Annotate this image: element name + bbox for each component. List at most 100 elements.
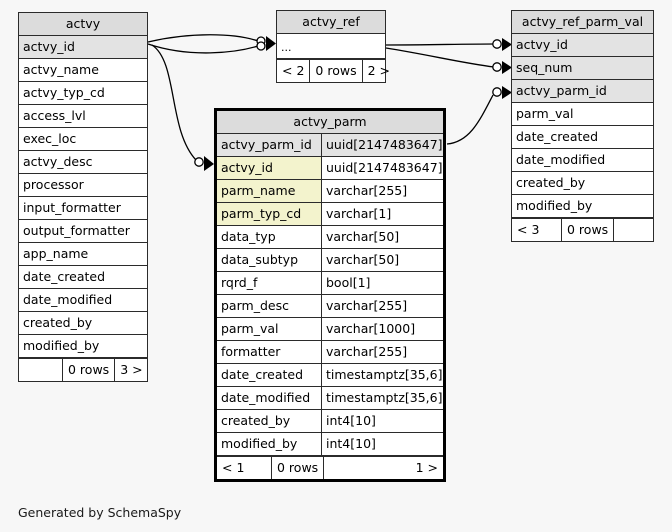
table-row[interactable]: date_created — [512, 126, 653, 149]
footer-next[interactable]: 3 > — [120, 362, 143, 377]
column-type: varchar[255] — [321, 180, 443, 202]
footer-rowcount: 0 rows — [272, 457, 325, 479]
table-row[interactable]: created_by — [512, 172, 653, 195]
edge-actvy-to-actvyref-2 — [147, 43, 259, 54]
table-row[interactable]: parm_name varchar[255] — [217, 180, 443, 203]
edge-actvyref-to-arpv-seqnum — [385, 47, 495, 68]
table-row[interactable]: date_created — [19, 266, 147, 289]
column-name: input_formatter — [19, 197, 147, 219]
table-row[interactable]: data_typ varchar[50] — [217, 226, 443, 249]
edge-actvy-to-actvyparm — [151, 44, 197, 161]
column-type: int4[10] — [321, 410, 443, 432]
column-name: parm_name — [217, 180, 321, 202]
table-row[interactable]: processor — [19, 174, 147, 197]
column-type: timestamptz[35,6] — [321, 387, 446, 409]
edge-actvyref-to-arpv-actvyid — [385, 43, 495, 46]
table-row[interactable]: parm_desc varchar[255] — [217, 295, 443, 318]
table-row[interactable]: actvy_id uuid[2147483647] — [217, 157, 443, 180]
column-name: modified_by — [512, 195, 653, 217]
edge-endpoint-circle — [256, 36, 266, 46]
column-name: app_name — [19, 243, 147, 265]
column-name: created_by — [512, 172, 653, 194]
column-name: parm_desc — [217, 295, 321, 317]
column-name: date_modified — [217, 387, 321, 409]
column-name: modified_by — [19, 335, 147, 357]
column-name: formatter — [217, 341, 321, 363]
footer-prev[interactable] — [19, 359, 63, 381]
footer-prev[interactable]: < 2 — [277, 60, 311, 82]
table-row[interactable]: actvy_id — [512, 34, 653, 57]
table-row[interactable]: ... — [277, 34, 385, 59]
column-name: actvy_id — [217, 157, 321, 179]
table-row[interactable]: data_subtyp varchar[50] — [217, 249, 443, 272]
footer-next[interactable]: 2 > — [367, 63, 390, 78]
column-name: data_subtyp — [217, 249, 321, 271]
table-row[interactable]: parm_typ_cd varchar[1] — [217, 203, 443, 226]
table-row[interactable]: date_modified — [512, 149, 653, 172]
column-name: actvy_parm_id — [512, 80, 653, 102]
table-row[interactable]: date_modified — [19, 289, 147, 312]
table-row[interactable]: access_lvl — [19, 105, 147, 128]
column-name: date_created — [19, 266, 147, 288]
table-actvy-parm-footer: < 1 0 rows 1 > — [217, 456, 443, 479]
table-row[interactable]: actvy_parm_id — [512, 80, 653, 103]
table-row[interactable]: actvy_name — [19, 59, 147, 82]
column-name: seq_num — [512, 57, 653, 79]
table-actvy-ref-parm-val-title: actvy_ref_parm_val — [512, 11, 653, 34]
footer-rowcount: 0 rows — [562, 219, 615, 241]
edge-endpoint-circle — [194, 157, 204, 167]
column-name: ... — [277, 34, 385, 58]
column-name: parm_val — [217, 318, 321, 340]
footer-rowcount: 0 rows — [63, 359, 116, 381]
table-actvy[interactable]: actvy actvy_id actvy_name actvy_typ_cd a… — [18, 12, 148, 382]
column-type: varchar[50] — [321, 226, 443, 248]
column-type: varchar[255] — [321, 341, 443, 363]
table-row[interactable]: modified_by — [19, 335, 147, 358]
edge-endpoint-circle — [492, 87, 502, 97]
footer-prev[interactable]: < 1 — [217, 457, 272, 479]
table-row[interactable]: parm_val varchar[1000] — [217, 318, 443, 341]
table-row[interactable]: actvy_id — [19, 36, 147, 59]
table-row[interactable]: output_formatter — [19, 220, 147, 243]
table-row[interactable]: app_name — [19, 243, 147, 266]
column-type: varchar[50] — [321, 249, 443, 271]
column-name: data_typ — [217, 226, 321, 248]
edge-endpoint-circle — [492, 39, 502, 49]
column-name: access_lvl — [19, 105, 147, 127]
table-row[interactable]: date_created timestamptz[35,6] — [217, 364, 443, 387]
table-row[interactable]: modified_by int4[10] — [217, 433, 443, 456]
column-name: processor — [19, 174, 147, 196]
table-row[interactable]: parm_val — [512, 103, 653, 126]
column-name: actvy_id — [512, 34, 653, 56]
footer-next[interactable]: 1 > — [415, 460, 438, 475]
table-row[interactable]: created_by int4[10] — [217, 410, 443, 433]
table-actvy-footer: 0 rows 3 > — [19, 358, 147, 381]
table-row[interactable]: modified_by — [512, 195, 653, 218]
table-row[interactable]: actvy_parm_id uuid[2147483647] — [217, 134, 443, 157]
column-type: int4[10] — [321, 433, 443, 455]
edge-actvyparm-to-arpv-parmid — [446, 94, 494, 145]
table-row[interactable]: exec_loc — [19, 128, 147, 151]
column-name: actvy_parm_id — [217, 134, 321, 156]
table-row[interactable]: date_modified timestamptz[35,6] — [217, 387, 443, 410]
column-type: timestamptz[35,6] — [321, 364, 446, 386]
column-name: created_by — [19, 312, 147, 334]
table-row[interactable]: seq_num — [512, 57, 653, 80]
column-type: uuid[2147483647] — [321, 157, 447, 179]
footer-next[interactable] — [614, 219, 653, 241]
table-row[interactable]: rqrd_f bool[1] — [217, 272, 443, 295]
footer-prev[interactable]: < 3 — [512, 219, 562, 241]
table-actvy-ref[interactable]: actvy_ref ... < 2 0 rows 2 > — [276, 10, 390, 83]
table-row[interactable]: input_formatter — [19, 197, 147, 220]
table-row[interactable]: actvy_typ_cd — [19, 82, 147, 105]
table-actvy-ref-parm-val[interactable]: actvy_ref_parm_val actvy_id seq_num actv… — [511, 10, 654, 242]
table-actvy-parm[interactable]: actvy_parm actvy_parm_id uuid[2147483647… — [214, 108, 446, 482]
table-row[interactable]: formatter varchar[255] — [217, 341, 443, 364]
table-row[interactable]: actvy_desc — [19, 151, 147, 174]
edge-actvy-to-actvyref-1 — [147, 34, 259, 43]
column-type: bool[1] — [321, 272, 443, 294]
table-actvy-ref-parm-val-footer: < 3 0 rows — [512, 218, 653, 241]
table-actvy-parm-title: actvy_parm — [217, 111, 443, 134]
table-row[interactable]: created_by — [19, 312, 147, 335]
